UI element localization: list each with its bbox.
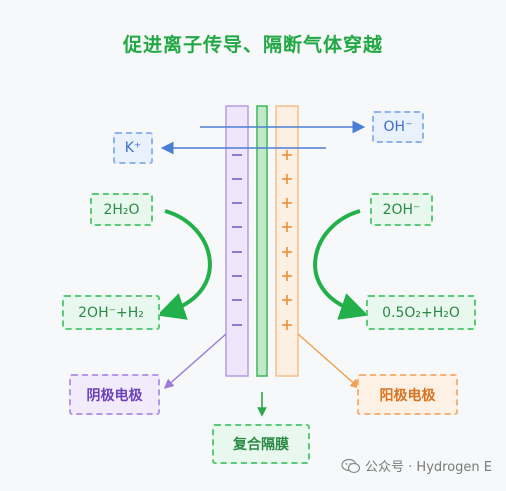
- cathode-reactant-label: 2H₂O: [103, 201, 140, 218]
- membrane-strip: [256, 105, 268, 377]
- anode-reaction-arrow: [313, 209, 369, 320]
- cathode-reactant-box: 2H₂O: [90, 193, 153, 226]
- cathode-charges: [232, 154, 242, 326]
- cathode-plate: [225, 105, 249, 377]
- anode-label: 阳极电极: [379, 387, 436, 404]
- anode-product-label: 0.5O₂+H₂O: [382, 304, 460, 321]
- anode-plate: [275, 105, 299, 377]
- hydroxide-ion-label: OH⁻: [383, 119, 413, 135]
- cathode-product-label: 2OH⁻+H₂: [78, 304, 144, 321]
- diagram-title: 促进离子传导、隔断气体穿越: [122, 34, 383, 56]
- membrane-label: 复合隔膜: [233, 437, 289, 453]
- potassium-ion-box: K⁺: [113, 132, 153, 164]
- cathode-reaction-arrow: [156, 209, 212, 320]
- anode-charges: [282, 150, 292, 330]
- cathode-pointer: [163, 333, 227, 389]
- cathode-label: 阴极电极: [86, 387, 143, 404]
- cathode-label-box: 阴极电极: [69, 374, 160, 415]
- wechat-icon: [341, 458, 361, 473]
- anode-product-box: 0.5O₂+H₂O: [366, 295, 476, 330]
- anode-label-box: 阳极电极: [357, 374, 458, 415]
- anode-reactant-box: 2OH⁻: [370, 193, 433, 226]
- watermark: 公众号 · Hydrogen E: [341, 456, 492, 475]
- potassium-ion-label: K⁺: [124, 140, 142, 156]
- anode-pointer: [297, 333, 361, 389]
- hydroxide-ion-box: OH⁻: [372, 111, 424, 143]
- membrane-label-box: 复合隔膜: [212, 424, 310, 464]
- cathode-product-box: 2OH⁻+H₂: [62, 295, 160, 330]
- watermark-text: 公众号 · Hydrogen E: [365, 460, 492, 475]
- anode-reactant-label: 2OH⁻: [382, 201, 421, 218]
